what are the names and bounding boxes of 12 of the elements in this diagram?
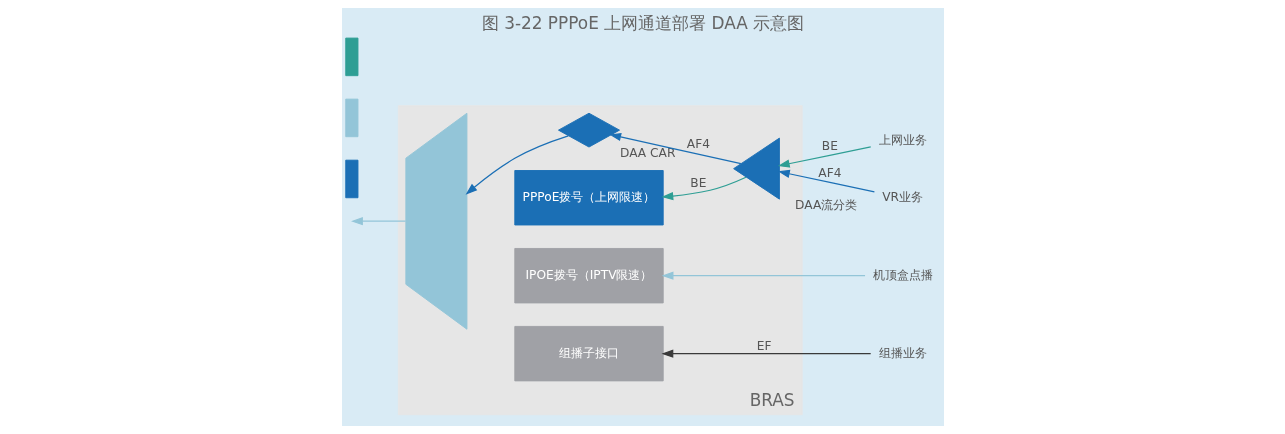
edge-label: BE bbox=[689, 175, 706, 190]
edge-label: AF4 bbox=[686, 137, 710, 152]
node-text: 上网业务 bbox=[878, 132, 927, 147]
edge-label: BE bbox=[821, 139, 838, 154]
node-text: VR业务 bbox=[881, 189, 923, 204]
node-text: 机顶盒点播 bbox=[872, 267, 933, 282]
node-text: 组播业务 bbox=[878, 345, 927, 360]
diagram-title: 图 3-22 PPPoE 上网通道部署 DAA 示意图 bbox=[481, 13, 804, 34]
node-label: DAA CAR bbox=[619, 145, 675, 160]
edge-label: AF4 bbox=[817, 166, 841, 181]
edge-label: EF bbox=[756, 339, 772, 354]
node-label: DAA流分类 bbox=[794, 197, 857, 212]
